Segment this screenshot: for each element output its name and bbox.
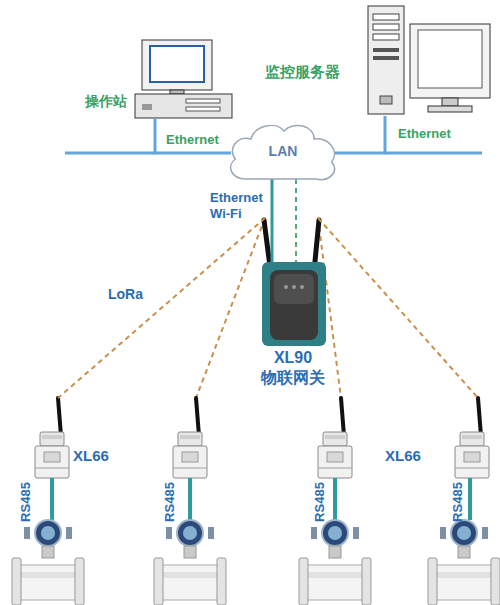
flow-meter-icons (12, 520, 500, 605)
edge-label: Ethernet Wi-Fi (210, 190, 266, 223)
xl66-module-icons (35, 398, 489, 478)
connector (272, 179, 296, 262)
signal-label: RS485 (450, 479, 466, 525)
node-label: LAN (225, 143, 341, 160)
edge-label: LoRa (108, 286, 143, 303)
node-label: 监控服务器 (265, 63, 340, 81)
signal-label: RS485 (312, 479, 328, 525)
connector-line (334, 116, 385, 153)
signal-label: RS485 (162, 479, 178, 525)
connector-line (271, 179, 274, 262)
connector (58, 218, 265, 398)
lan-cloud: LAN (225, 118, 341, 184)
xl66-module: XL66 (31, 395, 116, 480)
operator-station: 操作站 (82, 38, 234, 118)
wifi-link (295, 179, 297, 262)
connector-line (318, 218, 478, 398)
server-icon (368, 6, 490, 114)
iot-gateway: XL90 物联网关 (240, 215, 346, 393)
node-label: 操作站 (85, 93, 127, 110)
edge-label: Ethernet (166, 132, 219, 148)
edge-label: Ethernet (398, 126, 451, 142)
operator-pc-icon (135, 40, 232, 118)
xl66-module: XL66 (380, 395, 495, 480)
connector-line (58, 218, 265, 398)
connector-line (155, 118, 231, 153)
node-label: XL90 物联网关 (258, 348, 328, 388)
node-label: XL66 (73, 447, 109, 465)
signal-label: RS485 (18, 479, 34, 525)
connector (318, 218, 478, 398)
connector (334, 116, 385, 153)
rs485-cables (52, 478, 470, 520)
monitor-server: 监控服务器 (262, 4, 494, 116)
lora-link (196, 218, 341, 398)
connector (155, 118, 231, 153)
node-label: XL66 (385, 447, 421, 465)
